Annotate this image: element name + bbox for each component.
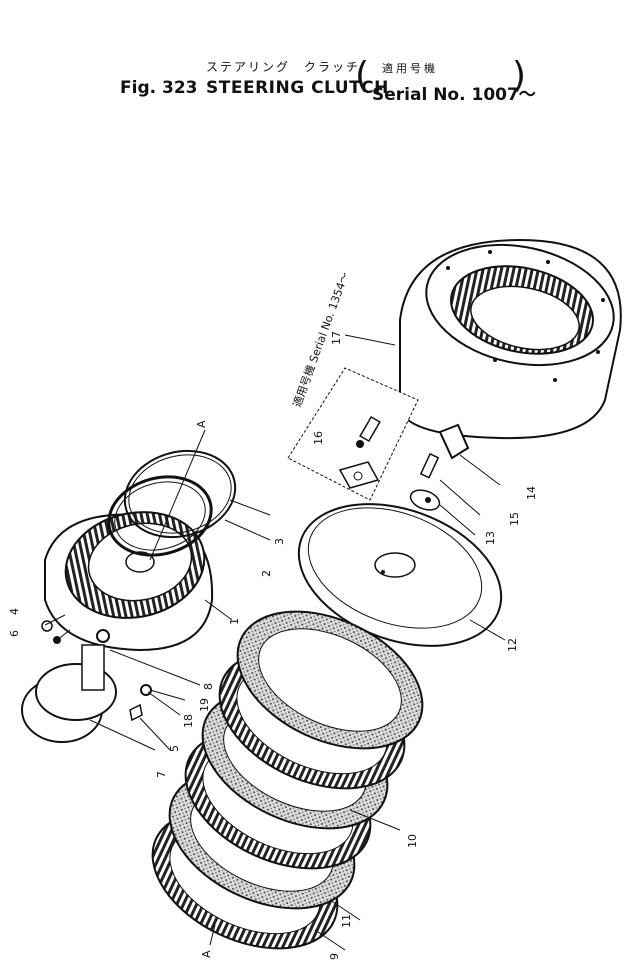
label-9: 9 bbox=[328, 953, 341, 960]
drum bbox=[399, 238, 622, 440]
callout-labels: A 1 2 3 4 5 6 7 8 9 10 11 12 13 14 15 16… bbox=[8, 331, 538, 960]
title-japanese: ステアリング クラッチ bbox=[206, 60, 361, 74]
page-title: STEERING CLUTCH bbox=[206, 78, 389, 98]
label-11: 11 bbox=[340, 914, 353, 928]
small-parts bbox=[409, 423, 470, 511]
label-19: 19 bbox=[198, 698, 211, 712]
label-5: 5 bbox=[168, 745, 181, 752]
figure-number: Fig. 323 bbox=[120, 78, 198, 98]
label-12: 12 bbox=[506, 638, 519, 652]
seal-ring bbox=[107, 475, 213, 557]
label-4: 4 bbox=[8, 608, 21, 615]
leader-lines bbox=[44, 334, 506, 951]
label-a-bottom: A bbox=[200, 950, 213, 958]
label-1: 1 bbox=[228, 618, 241, 625]
label-7: 7 bbox=[155, 771, 168, 778]
label-15: 15 bbox=[508, 512, 521, 526]
label-10: 10 bbox=[406, 834, 419, 848]
serial-label-japanese: 適用号機 bbox=[382, 62, 438, 75]
cover-plate bbox=[297, 503, 503, 647]
label-a-top: A bbox=[195, 420, 208, 428]
piston bbox=[21, 620, 152, 743]
label-14: 14 bbox=[525, 486, 538, 500]
paren-close: ) bbox=[512, 55, 527, 96]
label-17: 17 bbox=[330, 331, 343, 345]
label-18: 18 bbox=[182, 714, 195, 728]
serial-range: Serial No. 1007～ bbox=[372, 85, 536, 105]
plate-stack bbox=[151, 610, 424, 950]
label-6: 6 bbox=[8, 630, 21, 637]
inset-detail: 適用号機 Serial No. 1354～ bbox=[287, 270, 419, 501]
hub bbox=[44, 511, 214, 652]
label-2: 2 bbox=[260, 570, 273, 577]
label-3: 3 bbox=[273, 538, 286, 545]
paren-open: ( bbox=[355, 55, 370, 96]
label-8: 8 bbox=[202, 683, 215, 690]
label-13: 13 bbox=[484, 531, 497, 545]
snap-ring bbox=[123, 449, 237, 539]
label-16: 16 bbox=[312, 431, 325, 445]
